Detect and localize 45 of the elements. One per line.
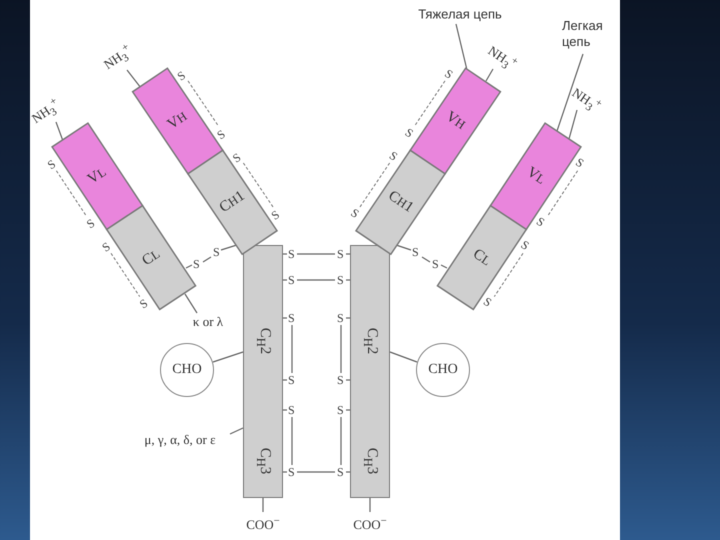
leader-line [455,24,468,70]
isotype-label: κ or λ [192,314,224,330]
sulfur-label: S [288,374,295,386]
heavy-chain-stem [243,245,283,498]
sulfur-label: S [481,295,494,309]
leader-line [184,294,198,314]
sulfur-label: S [337,466,344,478]
sulfur-label: S [337,312,344,324]
sulfur-label: S [288,248,295,260]
sulfur-label: S [288,312,295,324]
leader-line [55,122,64,142]
leader-line [212,351,244,363]
sulfur-label: S [288,466,295,478]
sulfur-label: S [213,246,220,258]
heavy-chain-stem [350,245,390,498]
isotype-label: μ, γ, α, δ, or ε [144,432,216,448]
sulfur-label: S [84,216,96,230]
chain-label: Легкая цепь [562,18,622,50]
leader-line [262,498,264,512]
sulfur-label: S [442,67,456,81]
sulfur-label: S [412,246,419,258]
leader-line [568,110,578,140]
leader-line [485,68,494,82]
chain-label: Тяжелая цепь [418,6,502,22]
leader-line [369,498,371,512]
sulfur-label: S [269,208,282,222]
sulfur-label: S [230,151,243,165]
leader-line [556,54,584,132]
sulfur-label: S [193,258,200,270]
sulfur-label: S [337,248,344,260]
sulfur-label: S [337,274,344,286]
sulfur-label: S [337,404,344,416]
sulfur-label: S [175,68,188,83]
sulfur-label: S [337,374,344,386]
sulfur-label: S [534,214,546,229]
leader-line [390,351,418,363]
sulfur-label: S [432,258,439,270]
sulfur-label: S [288,274,295,286]
sulfur-label: S [288,404,295,416]
terminus-label: COO$^{−}$ [246,514,280,534]
leader-line [126,70,142,88]
terminus-label: COO$^{−}$ [353,514,387,534]
leader-line [230,427,244,435]
sulfur-label: S [387,149,400,163]
sulfur-label: S [136,296,150,311]
